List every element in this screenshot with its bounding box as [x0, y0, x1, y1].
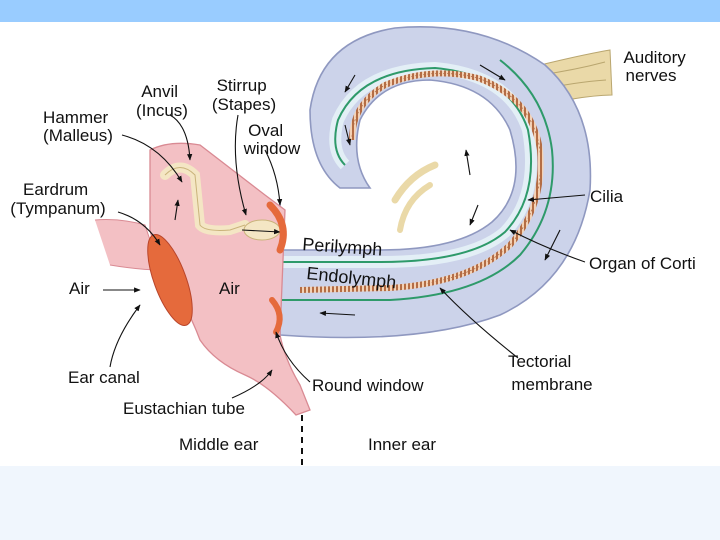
label-cilia: Cilia — [590, 187, 624, 206]
label-middle-ear: Middle ear — [179, 435, 259, 454]
bottom-band — [0, 466, 720, 540]
label-hammer: Hammer (Malleus) — [43, 108, 113, 145]
label-inner-ear: Inner ear — [368, 435, 436, 454]
label-air-outer: Air — [69, 279, 90, 298]
label-auditory-nerves: Auditory nerves — [623, 48, 690, 85]
label-organ-of-corti: Organ of Corti — [589, 254, 696, 273]
label-eardrum: Eardrum (Tympanum) — [10, 180, 105, 218]
top-banner — [0, 0, 720, 22]
round-window-shape — [269, 297, 283, 335]
label-tectorial-membrane: Tectorial membrane — [508, 352, 593, 394]
leader-lines — [109, 114, 586, 399]
oval-window-shape — [266, 201, 287, 254]
label-ear-canal: Ear canal — [68, 368, 140, 387]
label-oval-window: Oval window — [243, 121, 301, 158]
cochlea — [279, 25, 592, 339]
label-stirrup: Stirrup (Stapes) — [212, 76, 276, 114]
label-air-middle: Air — [219, 279, 240, 298]
label-round-window: Round window — [312, 376, 424, 395]
label-anvil: Anvil (Incus) — [136, 82, 188, 120]
label-eustachian-tube: Eustachian tube — [123, 399, 245, 418]
